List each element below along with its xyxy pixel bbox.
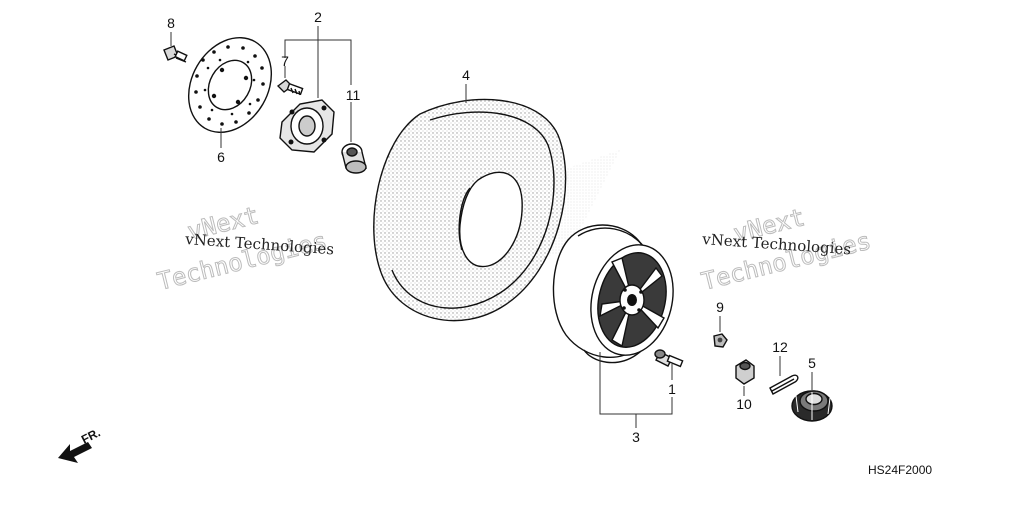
callout-9: 9: [716, 299, 724, 315]
lug-nut-small: [713, 333, 728, 348]
front-label: FR.: [79, 425, 103, 446]
front-direction-arrow: FR.: [58, 425, 103, 463]
callout-12: 12: [772, 339, 788, 355]
callout-6: 6: [217, 149, 225, 165]
hub-bolt: [276, 79, 304, 96]
callout-10: 10: [736, 396, 752, 412]
callout-4: 4: [462, 67, 470, 83]
callout-8: 8: [167, 15, 175, 31]
spacer-collar: [341, 143, 367, 174]
callout-11: 11: [346, 87, 361, 103]
leader-lines: [170, 26, 813, 428]
wheel-nut: [735, 359, 755, 385]
brake-disc: [187, 37, 273, 133]
tire: [373, 98, 567, 322]
watermark-right: vNext Technologies vNext Technologies: [698, 203, 874, 297]
callout-5: 5: [808, 355, 816, 371]
callout-7: 7: [281, 53, 289, 69]
cotter-pin: [769, 374, 799, 395]
callout-numbers: 8 2 7 11 4 6 9 12 5 1 10 3: [167, 9, 816, 445]
callout-2: 2: [314, 9, 322, 25]
disc-bolt: [163, 45, 188, 63]
valve-stem: [654, 349, 684, 368]
watermark-left: vNext Technologies vNext Technologies: [154, 201, 334, 297]
callout-3: 3: [632, 429, 640, 445]
diagram-code: HS24F2000: [868, 463, 932, 477]
hub-cap-nut: [791, 390, 833, 422]
callout-1: 1: [668, 381, 676, 397]
wheel-hub: [279, 99, 335, 153]
wheel-rim: [552, 224, 674, 364]
